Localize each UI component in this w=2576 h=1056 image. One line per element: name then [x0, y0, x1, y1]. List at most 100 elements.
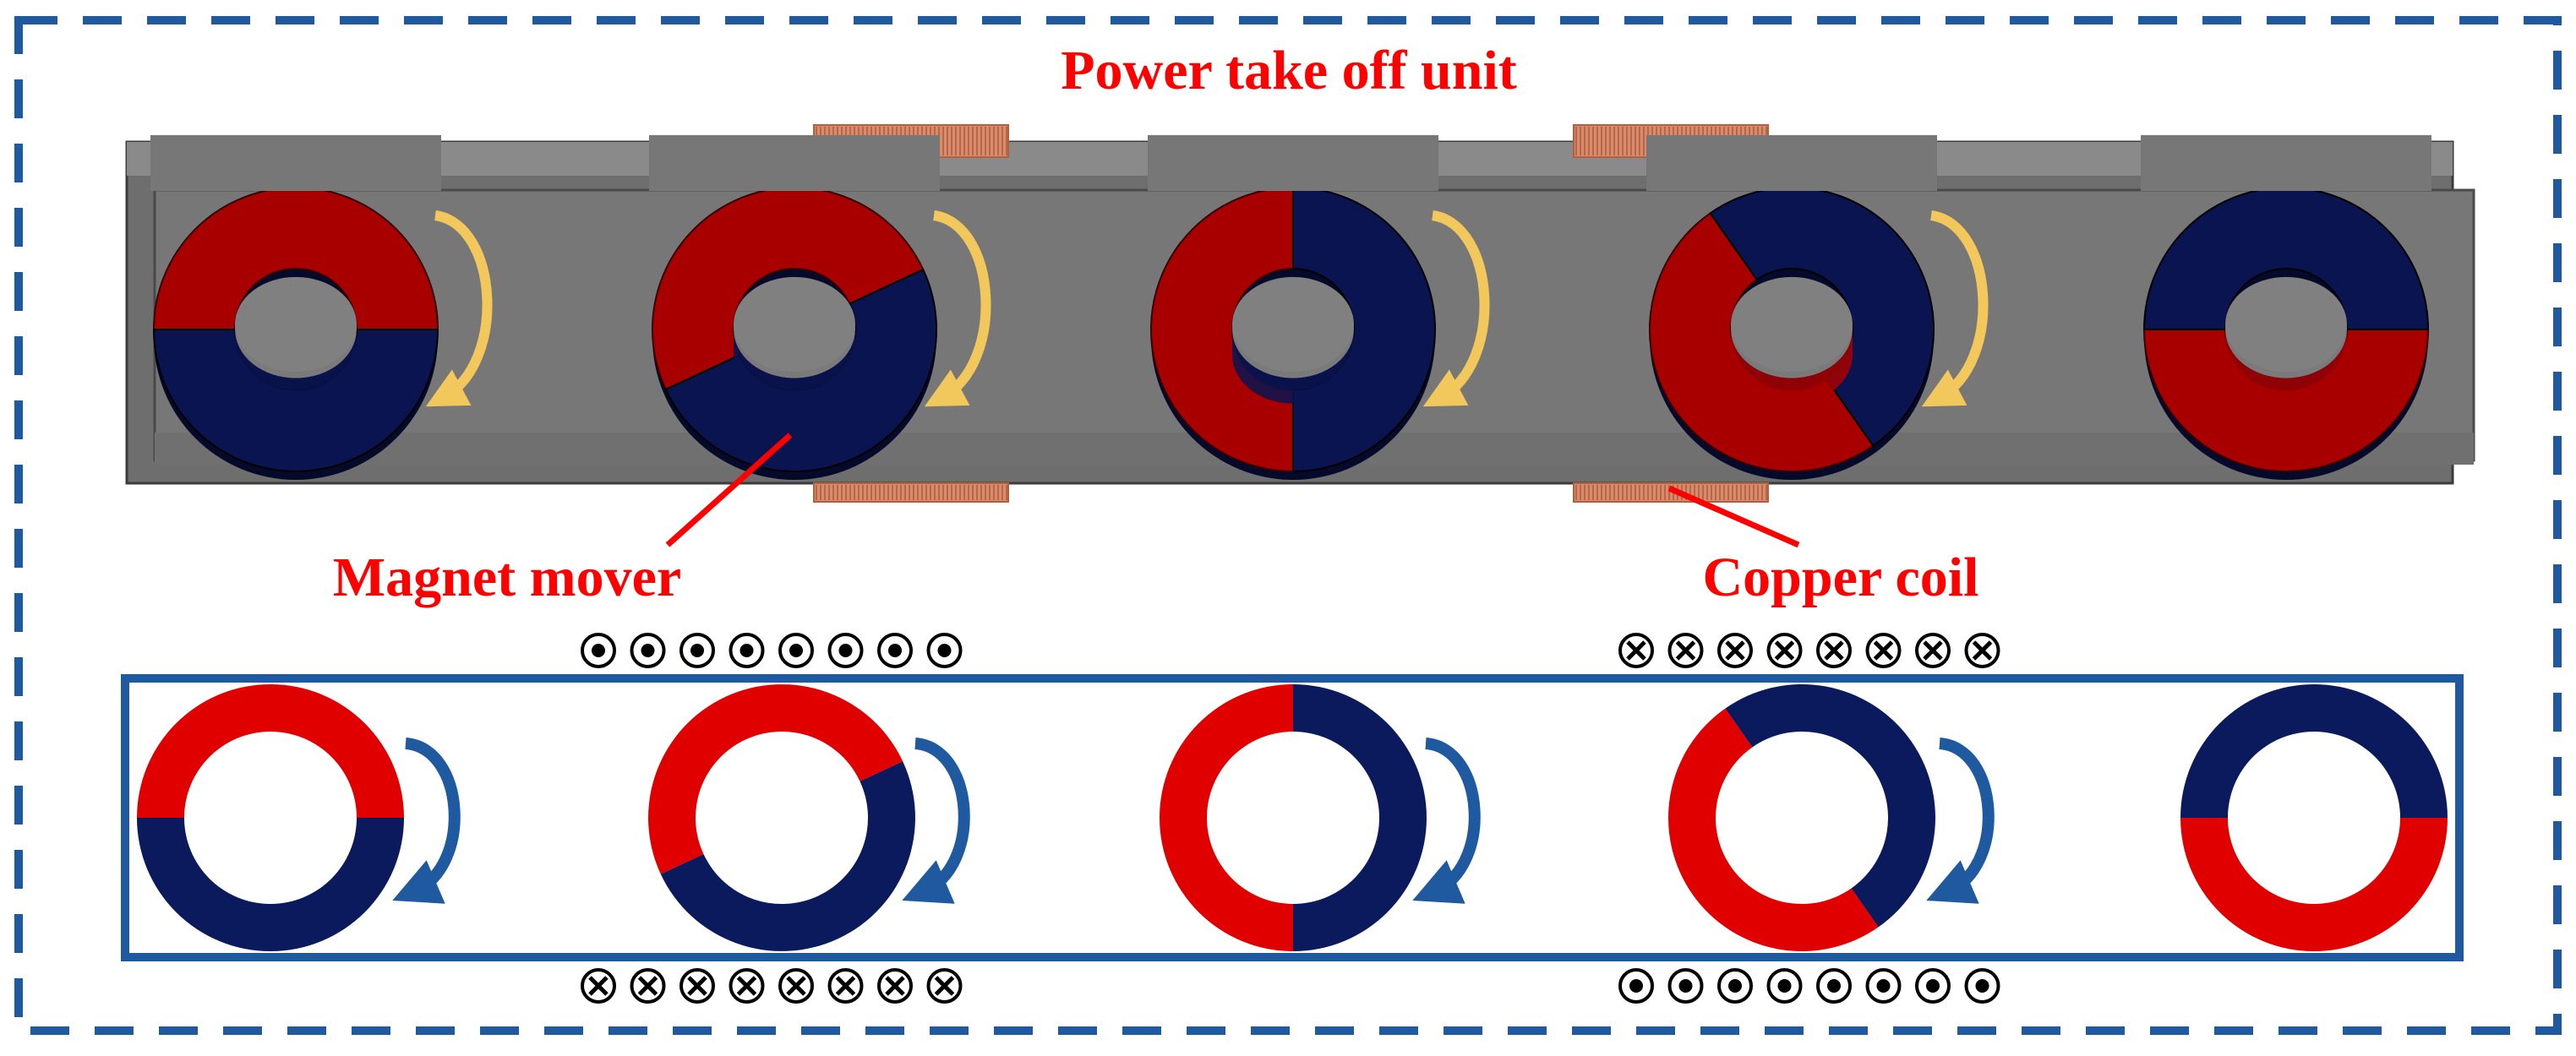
current-in-symbol	[926, 968, 963, 1004]
current-in-symbol	[1667, 633, 1704, 668]
ring-red-half	[648, 684, 903, 874]
ring-red-half	[137, 684, 404, 818]
current-out-symbol	[1618, 968, 1654, 1004]
symbol-cross-b	[1725, 640, 1745, 661]
symbol-dot	[592, 644, 605, 657]
magnet-mover-label: Magnet mover	[333, 547, 681, 608]
symbol-cross-b	[1824, 640, 1844, 661]
current-in-symbol	[1816, 633, 1852, 668]
ring-red-half	[2180, 818, 2448, 951]
current-in-symbol	[679, 968, 715, 1004]
symbol-dot	[690, 644, 704, 657]
symbol-cross-b	[588, 976, 609, 996]
magnet-bore-wall	[1731, 329, 1853, 404]
symbol-dot	[937, 644, 952, 657]
ring-navy-half	[137, 818, 404, 951]
rotation-arrow-blue-1	[392, 738, 461, 904]
magnet-mover-4	[1646, 135, 1937, 480]
symbol-cross-b	[934, 976, 955, 996]
magnet-ring-3	[1160, 684, 1427, 951]
magnet-mover-1	[150, 135, 441, 480]
current-out-symbol	[1964, 968, 2000, 1004]
ring-navy-half	[2180, 684, 2448, 818]
magnet-bore-wall	[235, 329, 357, 404]
symbol-dot	[1926, 979, 1940, 993]
symbol-dot	[1728, 979, 1742, 993]
current-in-symbol	[581, 968, 616, 1004]
housing-overlap	[1646, 135, 1937, 191]
current-out-symbol	[1766, 968, 1803, 1004]
rotation-arrow-yellow-1	[425, 210, 493, 407]
magnet-bore-top	[1232, 276, 1354, 373]
current-in-symbol	[1865, 633, 1902, 668]
symbol-dot	[740, 644, 754, 657]
housing-overlap	[2141, 135, 2431, 191]
magnet-bore-top	[734, 276, 855, 373]
symbol-cross-b	[1873, 640, 1894, 661]
magnet-bore-wall	[1232, 329, 1354, 404]
current-out-symbol	[827, 633, 864, 668]
current-out-symbol	[581, 633, 616, 668]
ring-navy-half	[1725, 684, 1935, 928]
current-in-symbol	[729, 968, 765, 1004]
rotation-arrows-yellow	[425, 210, 1989, 407]
power-take-off-title: Power take off unit	[1061, 40, 1517, 101]
current-out-symbol	[630, 633, 666, 668]
current-in-symbol	[778, 968, 814, 1004]
magnet-navy-pole	[2142, 187, 2430, 330]
current-in-symbol	[827, 968, 864, 1004]
symbol-dot	[888, 644, 902, 657]
current-in-symbol	[630, 968, 666, 1004]
current-out-symbol	[729, 633, 765, 668]
ring-red-half	[1668, 708, 1879, 951]
current-out-symbol	[1915, 968, 1951, 1004]
ring-navy-half	[660, 761, 915, 951]
current-out-symbol	[778, 633, 814, 668]
magnet-mover-3	[1148, 135, 1438, 480]
rotation-arrow-blue-4	[1926, 738, 1995, 904]
current-out-symbol	[1816, 968, 1852, 1004]
current-out-symbol	[877, 633, 913, 668]
copper-coil-pointer	[1667, 485, 1800, 548]
current-in-symbol	[877, 968, 913, 1004]
current-out-symbol	[1865, 968, 1902, 1004]
symbol-dot	[1678, 979, 1693, 993]
magnet-movers	[150, 135, 2431, 480]
current-direction-symbols	[581, 633, 2000, 1004]
symbol-dot	[641, 644, 655, 657]
copper-coil-label: Copper coil	[1703, 547, 1979, 608]
magnet-mover-2	[649, 135, 940, 480]
copper-coil-bottom-left	[813, 482, 1009, 503]
symbol-dot	[1827, 979, 1841, 993]
copper-coil-bottom-right	[1573, 482, 1769, 503]
symbol-cross-b	[1626, 640, 1646, 661]
magnet-red-pole	[152, 187, 439, 330]
rotation-arrow-yellow-2	[924, 210, 991, 407]
rotation-arrow-blue-2	[902, 738, 970, 904]
magnet-ring-2	[648, 684, 915, 951]
magnet-mover-5	[2141, 135, 2431, 480]
symbol-cross-b	[786, 976, 806, 996]
symbol-dot	[1876, 979, 1891, 993]
symbol-dot	[789, 644, 803, 657]
current-out-symbol	[1717, 968, 1753, 1004]
symbol-cross-b	[1972, 640, 1993, 661]
current-in-symbol	[1915, 633, 1951, 668]
magnet-bore-wall	[734, 329, 855, 404]
housing-overlap	[1148, 135, 1438, 191]
symbol-cross-b	[687, 976, 707, 996]
magnet-ring-4	[1668, 684, 1935, 951]
symbol-cross-b	[1774, 640, 1795, 661]
magnet-ring-5	[2180, 684, 2448, 951]
symbol-cross-b	[835, 976, 856, 996]
magnet-mover-pointer	[665, 433, 793, 547]
rotation-arrows-blue	[392, 738, 1995, 904]
ring-navy-half	[1293, 684, 1427, 951]
current-in-symbol	[1964, 633, 2000, 668]
magnet-bore-top	[2225, 276, 2347, 373]
rotation-arrow-yellow-4	[1921, 210, 1989, 407]
current-in-symbol	[1766, 633, 1803, 668]
current-out-symbol	[926, 633, 963, 668]
